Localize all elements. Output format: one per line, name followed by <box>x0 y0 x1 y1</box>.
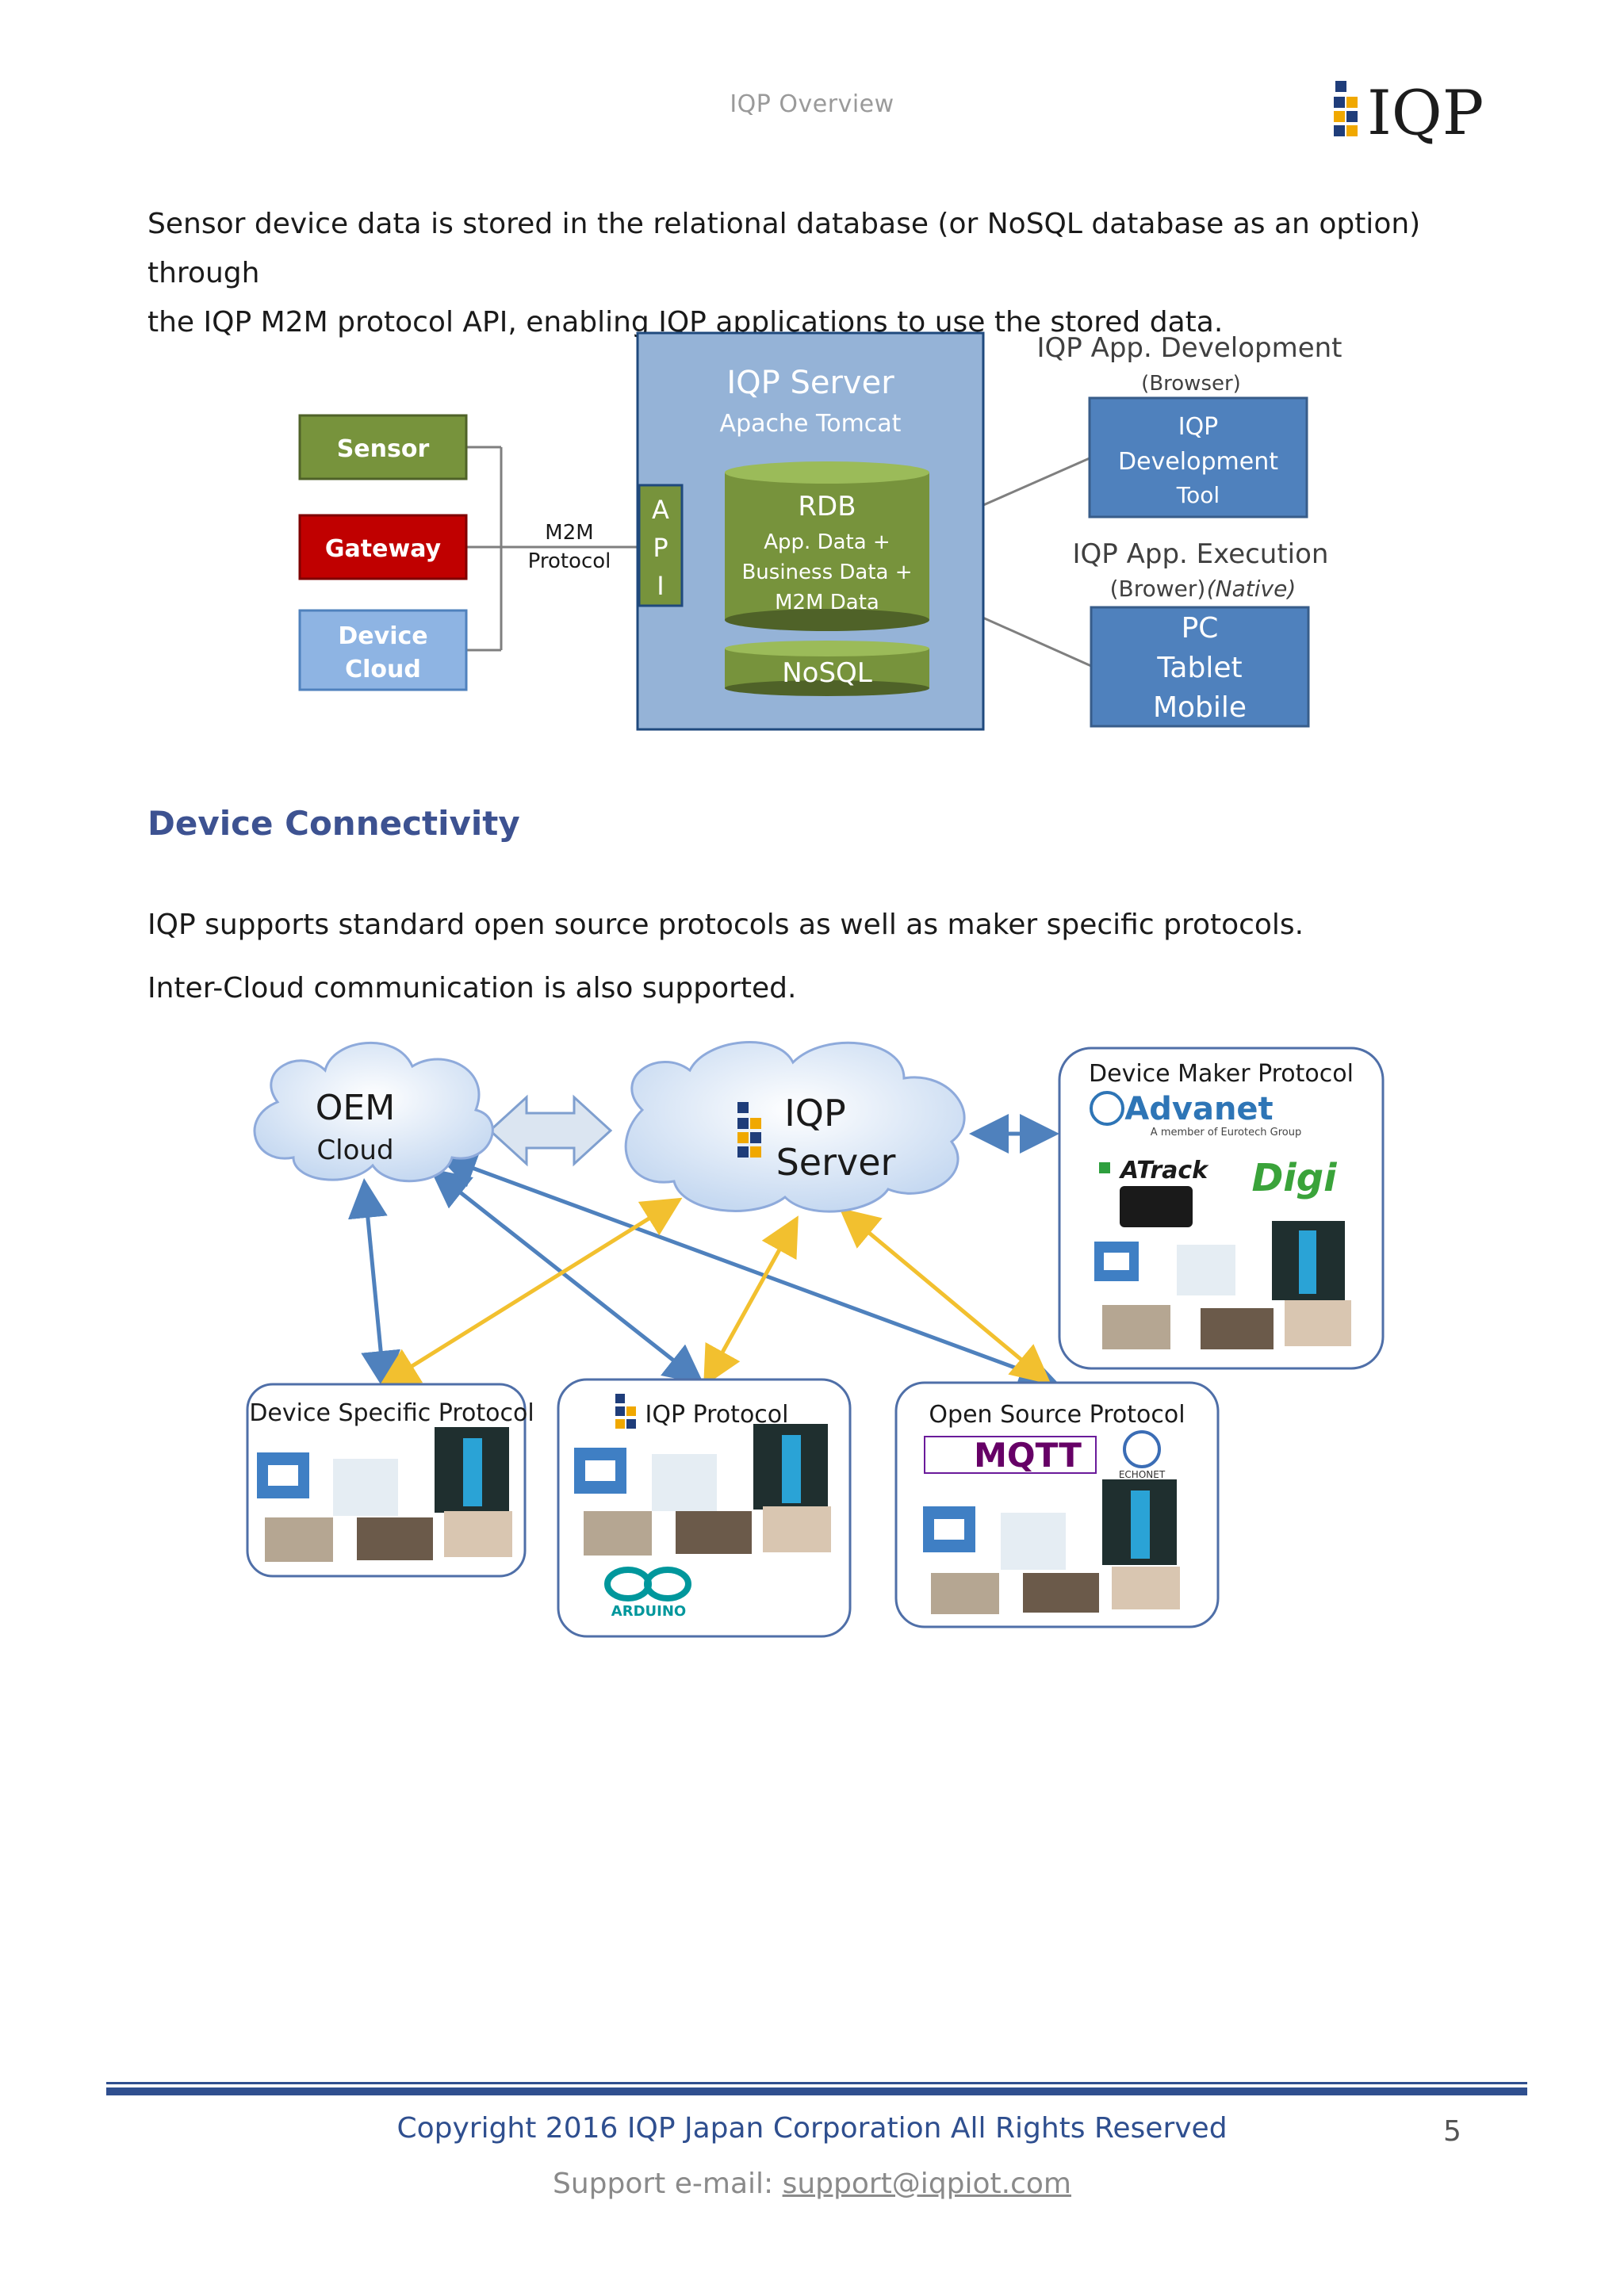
advanet-logo-icon <box>1090 1091 1124 1126</box>
exec-label-tablet: Tablet <box>1156 652 1242 684</box>
echonet-logo-text: ECHONET <box>1119 1469 1166 1480</box>
api-letter-a: A <box>652 495 669 525</box>
dev-tool-label-3: Tool <box>1176 482 1220 508</box>
intro-line-1: Sensor device data is stored in the rela… <box>147 208 1421 289</box>
nosql-label: NoSQL <box>782 657 872 689</box>
device-maker-protocol-title: Device Maker Protocol <box>1089 1060 1354 1088</box>
rdb-line-2: Business Data + <box>741 561 912 584</box>
oem-cloud-label-1: OEM <box>316 1088 395 1128</box>
exec-label-mobile: Mobile <box>1153 691 1247 724</box>
mqtt-logo-text: MQTT <box>974 1436 1082 1475</box>
rdb-title: RDB <box>798 491 856 522</box>
m2m-label-1: M2M <box>545 521 593 545</box>
m2m-label-2: Protocol <box>528 549 611 573</box>
arduino-logo-text: ARDUINO <box>611 1603 686 1620</box>
sensor-box <box>298 414 468 480</box>
gateway-label: Gateway <box>325 535 442 563</box>
iqp-server-subtitle: Apache Tomcat <box>720 410 902 438</box>
maker-device-images <box>1094 1221 1351 1349</box>
arduino-logo-icon <box>604 1567 691 1601</box>
dev-tool-label-1: IQP <box>1178 413 1219 441</box>
api-box <box>638 484 684 607</box>
support-email-link[interactable]: support@iqpiot.com <box>782 2168 1071 2200</box>
dev-tool-label-2: Development <box>1118 448 1278 476</box>
rdb-cylinder <box>725 461 929 631</box>
support-label: Support e-mail: <box>552 2168 774 2200</box>
arrow-iqp-open-source <box>839 1207 1051 1385</box>
iqp-server-title: IQP Server <box>726 365 894 401</box>
open-source-protocol-title: Open Source Protocol <box>929 1401 1185 1429</box>
digi-logo-text: Digi <box>1251 1156 1337 1200</box>
app-exec-subtitle-2: (Native) <box>1207 576 1297 602</box>
iqp-server-cloud-shape <box>624 1041 966 1213</box>
connectivity-text-2: Inter-Cloud communication is also suppor… <box>147 972 797 1004</box>
architecture-diagram: Sensor Gateway Device Cloud M2M Protocol… <box>298 331 1342 731</box>
nosql-cylinder <box>725 641 929 696</box>
device-specific-protocol-title: Device Specific Protocol <box>249 1399 534 1427</box>
device-cloud-label-1: Device <box>338 622 427 650</box>
iqp-logo-icon <box>1334 81 1358 136</box>
advanet-logo-text: Advanet <box>1124 1091 1273 1127</box>
specific-device-images <box>257 1427 512 1562</box>
gateway-box <box>298 514 468 580</box>
footer-rule <box>106 2087 1527 2095</box>
arrow-iqp-specific <box>378 1197 683 1387</box>
footer-support: Support e-mail: support@iqpiot.com <box>0 2168 1624 2200</box>
page-number: 5 <box>1443 2115 1461 2148</box>
echonet-logo-icon <box>1123 1430 1161 1468</box>
iqp-server-cloud-icon <box>737 1102 761 1158</box>
page-header-title: IQP Overview <box>730 90 894 118</box>
oem-cloud-shape <box>253 1041 494 1183</box>
footer-copyright: Copyright 2016 IQP Japan Corporation All… <box>396 2112 1228 2145</box>
iqp-protocol-icon <box>615 1394 636 1429</box>
device-connectivity-heading: Device Connectivity <box>147 804 520 843</box>
atrack-logo-icon <box>1099 1162 1110 1173</box>
atrack-device-image <box>1120 1186 1193 1227</box>
exec-box <box>1090 606 1310 728</box>
api-letter-i: I <box>657 571 664 601</box>
rdb-line-3: M2M Data <box>775 591 879 614</box>
footer-rule-thin <box>106 2082 1527 2084</box>
iqp-server-cloud-label-2: Server <box>776 1141 896 1184</box>
app-exec-title: IQP App. Execution <box>1073 538 1329 570</box>
iqp-protocol-device-images <box>574 1424 831 1556</box>
atrack-logo-text: ATrack <box>1119 1157 1209 1184</box>
sensor-label: Sensor <box>337 435 430 463</box>
iqp-logo-text: IQP <box>1367 78 1484 149</box>
app-dev-subtitle: (Browser) <box>1141 372 1241 396</box>
arrow-iqp-iqp-protocol <box>703 1215 799 1387</box>
open-source-device-images <box>923 1479 1180 1614</box>
exec-label-pc: PC <box>1182 612 1219 645</box>
inter-cloud-arrow <box>488 1094 613 1167</box>
app-exec-subtitle-1: (Brower) <box>1110 576 1206 602</box>
device-cloud-label-2: Cloud <box>345 656 421 683</box>
app-dev-title: IQP App. Development <box>1036 332 1342 364</box>
iqp-server-cloud-label-1: IQP <box>784 1092 846 1135</box>
rdb-line-1: App. Data + <box>764 530 890 554</box>
api-letter-p: P <box>653 533 668 563</box>
arrow-oem-specific <box>347 1178 401 1391</box>
advanet-logo-subtext: A member of Eurotech Group <box>1151 1127 1301 1138</box>
iqp-logo: IQP <box>1329 76 1488 163</box>
connectivity-text-1: IQP supports standard open source protoc… <box>147 909 1304 941</box>
dev-tool-box <box>1088 396 1308 519</box>
intro-paragraph: Sensor device data is stored in the rela… <box>147 200 1511 347</box>
oem-cloud-label-2: Cloud <box>316 1135 393 1166</box>
mqtt-logo-box <box>924 1436 1097 1474</box>
device-cloud-box <box>298 609 468 691</box>
